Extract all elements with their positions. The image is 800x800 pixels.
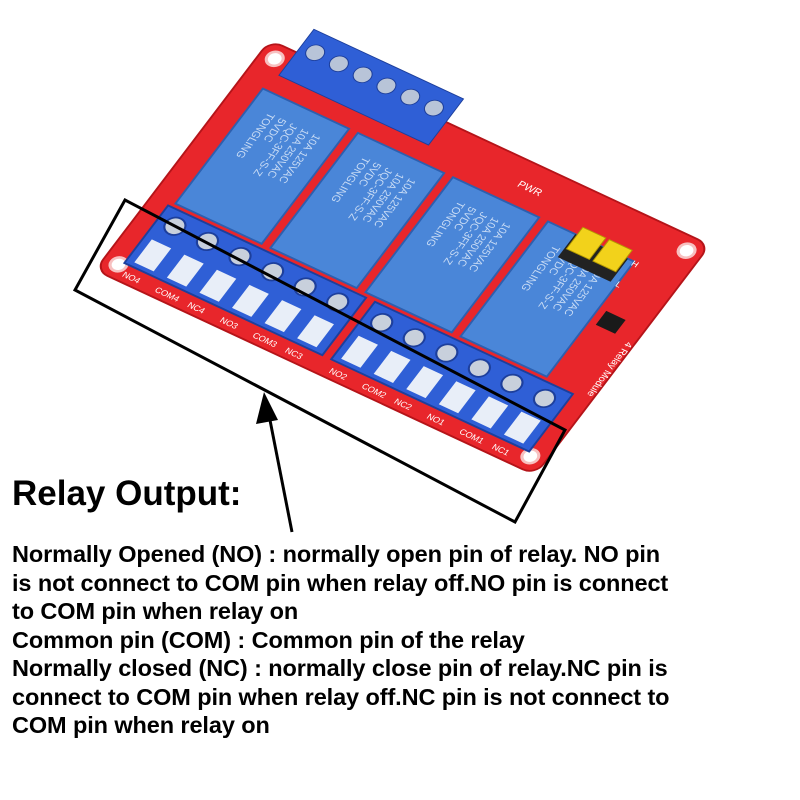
output-terminal-block [122, 204, 368, 357]
pointer-arrow [266, 409, 294, 533]
output-highlight-frame [72, 197, 568, 525]
screw-icon[interactable] [373, 75, 399, 96]
screw-icon[interactable] [530, 387, 559, 411]
wire-slot [264, 300, 302, 333]
wire-slot [471, 396, 509, 429]
relay-output-heading: Relay Output: [12, 474, 242, 513]
optocoupler-chip [595, 310, 626, 334]
mount-hole [520, 448, 541, 465]
screw-icon[interactable] [497, 372, 526, 396]
screw-icon[interactable] [421, 97, 447, 118]
pin-description: Normally Opened (NO) : normally open pin… [12, 540, 670, 740]
description-line: COM pin when relay on [12, 712, 270, 738]
description-line: Normally Opened (NO) : normally open pin… [12, 541, 661, 567]
screw-icon[interactable] [326, 53, 352, 74]
screw-icon[interactable] [302, 42, 328, 63]
screw-icon[interactable] [225, 245, 254, 269]
mount-hole [108, 256, 129, 273]
wire-slot [503, 411, 541, 444]
description-line: Common pin (COM) : Common pin of the rel… [12, 626, 525, 653]
wire-slot [341, 335, 378, 368]
jumper-label-l: L [613, 279, 624, 289]
wire-slot [199, 269, 237, 302]
mount-hole [676, 242, 697, 259]
screw-icon[interactable] [432, 341, 461, 365]
wire-slot [297, 315, 334, 348]
wire-slot [438, 381, 476, 414]
wire-slot [134, 239, 172, 272]
screw-icon[interactable] [465, 356, 494, 380]
description-line: Normally closed (NC) : normally close pi… [12, 655, 668, 681]
screw-icon[interactable] [349, 64, 375, 85]
screw-icon[interactable] [397, 86, 423, 107]
screw-icon[interactable] [258, 260, 287, 284]
jumper-label-h: H [629, 259, 641, 270]
description-line: connect to COM pin when relay off.NC pin… [12, 683, 670, 710]
mount-hole [264, 50, 285, 68]
screw-icon[interactable] [400, 326, 429, 350]
wire-slot [406, 366, 444, 399]
wire-slot [231, 284, 269, 317]
description-line: is not connect to COM pin when relay off… [12, 569, 669, 596]
arrow-head-icon [256, 392, 278, 424]
wire-slot [373, 350, 411, 383]
input-terminal-block [278, 28, 465, 146]
description-line: to COM pin when relay on [12, 598, 299, 624]
trigger-jumper-header[interactable]: H L [555, 226, 644, 290]
wire-slot [166, 254, 204, 287]
